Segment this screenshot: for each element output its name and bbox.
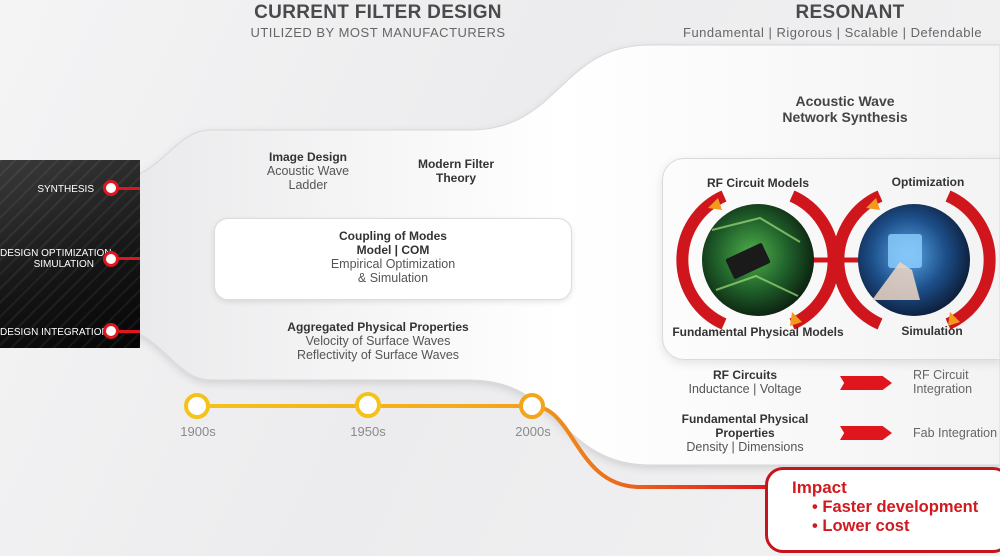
impact-box: Impact • Faster development • Lower cost xyxy=(765,467,1000,553)
synthesis-title-line: Network Synthesis xyxy=(782,109,908,125)
image-design-line: Acoustic Wave xyxy=(266,164,350,178)
cycle-arc-right xyxy=(945,190,996,330)
cycle-arc-right-left xyxy=(832,190,883,330)
fundamental-properties-detail: Density | Dimensions xyxy=(686,440,804,454)
cycle-arrow-3 xyxy=(866,198,880,210)
cycle-card xyxy=(662,158,1000,360)
modern-filter-title: Theory xyxy=(435,171,476,185)
rf-circuits-arrow xyxy=(840,376,892,390)
integration-connector xyxy=(119,330,140,333)
rf-circuits-row: RF Circuits Inductance | Voltage xyxy=(670,368,820,396)
aggregated-properties-block: Aggregated Physical Properties Velocity … xyxy=(250,320,506,362)
timeline-node-2000s xyxy=(519,393,545,419)
timeline-label-2000s: 2000s xyxy=(515,424,551,439)
coupling-line: Empirical Optimization xyxy=(330,257,456,271)
chip-label-design-integration: DESIGN INTEGRATION xyxy=(0,327,109,338)
chip-label-line: DESIGN INTEGRATION xyxy=(0,327,109,338)
current-design-subtitle: UTILIZED BY MOST MANUFACTURERS xyxy=(250,25,506,40)
synthesis-connector xyxy=(119,187,140,190)
simulation-label: Simulation xyxy=(901,324,963,338)
resonant-title: RESONANT xyxy=(795,2,905,23)
coupling-title: Coupling of Modes xyxy=(339,229,447,243)
timeline-label-1900s: 1900s xyxy=(180,424,216,439)
fundamental-properties-title: Properties xyxy=(715,426,775,440)
image-design-line: Ladder xyxy=(288,178,328,192)
rf-circuit-integration-result: RF Circuit Integration xyxy=(913,368,1000,396)
timeline-node-1950s xyxy=(355,392,381,418)
aggregated-line: Velocity of Surface Waves xyxy=(305,334,451,348)
image-design-block: Image Design Acoustic Wave Ladder xyxy=(230,150,386,192)
impact-bullet-text: Faster development xyxy=(822,498,979,516)
rf-circuits-title: RF Circuits xyxy=(712,368,777,382)
optimization-cycle xyxy=(676,190,996,330)
impact-bullet: • Faster development xyxy=(812,498,979,516)
current-design-title: CURRENT FILTER DESIGN xyxy=(254,2,502,23)
chip-label-line: DESIGN OPTIMIZATION xyxy=(0,248,112,259)
chip-label-synthesis: SYNTHESIS xyxy=(0,184,94,195)
optimization-label: Optimization xyxy=(891,175,965,189)
chip-label-line: SYNTHESIS xyxy=(37,184,94,195)
hand-graphic xyxy=(872,262,920,300)
coupling-title: Model | COM xyxy=(356,243,430,257)
network-synthesis-title: Acoustic Wave Network Synthesis xyxy=(750,93,940,125)
timeline-label-1950s: 1950s xyxy=(350,424,386,439)
rf-trace-graphic xyxy=(711,216,801,297)
fundamental-properties-arrow xyxy=(840,426,892,440)
aggregated-title: Aggregated Physical Properties xyxy=(287,320,469,334)
fundamental-properties-row: Fundamental Physical Properties Density … xyxy=(665,412,825,454)
synthesis-node xyxy=(103,180,119,196)
rf-chip-graphic xyxy=(725,243,771,279)
coupling-line: & Simulation xyxy=(357,271,429,285)
fab-integration-result: Fab Integration xyxy=(913,426,1000,440)
resonant-subtitle: Fundamental | Rigorous | Scalable | Defe… xyxy=(683,25,983,40)
rf-circuit-models-label: RF Circuit Models xyxy=(706,176,809,190)
modern-filter-title: Modern Filter xyxy=(417,157,494,171)
chip-label-line: SIMULATION xyxy=(33,259,94,270)
result-line: RF Circuit xyxy=(913,368,969,382)
image-design-title: Image Design xyxy=(268,150,348,164)
cycle-arc-left xyxy=(676,190,727,330)
impact-bullet: • Lower cost xyxy=(812,517,910,535)
processor-graphic xyxy=(888,234,922,268)
synthesis-title-line: Acoustic Wave xyxy=(795,93,895,109)
rf-circuits-detail: Inductance | Voltage xyxy=(688,382,802,396)
cycle-arrow-2 xyxy=(790,312,802,326)
modern-filter-block: Modern Filter Theory xyxy=(396,157,516,185)
impact-bullet-text: Lower cost xyxy=(822,517,910,535)
cycle-arrow-1 xyxy=(708,198,722,210)
aggregated-line: Reflectivity of Surface Waves xyxy=(296,348,460,362)
coupling-of-modes-pill: Coupling of Modes Model | COM Empirical … xyxy=(214,218,572,300)
fundamental-physical-models-label: Fundamental Physical Models xyxy=(672,325,844,339)
chip-label-design-optimization: DESIGN OPTIMIZATION SIMULATION xyxy=(0,248,112,270)
result-line: Fab Integration xyxy=(913,426,998,440)
integration-node xyxy=(103,323,119,339)
cycle-arrow-4 xyxy=(948,312,960,326)
result-line: Integration xyxy=(913,382,973,396)
optimization-node xyxy=(103,251,119,267)
optimization-connector xyxy=(119,257,140,260)
impact-title: Impact xyxy=(792,478,847,497)
fundamental-properties-title: Fundamental Physical xyxy=(681,412,809,426)
timeline-node-1900s xyxy=(184,393,210,419)
